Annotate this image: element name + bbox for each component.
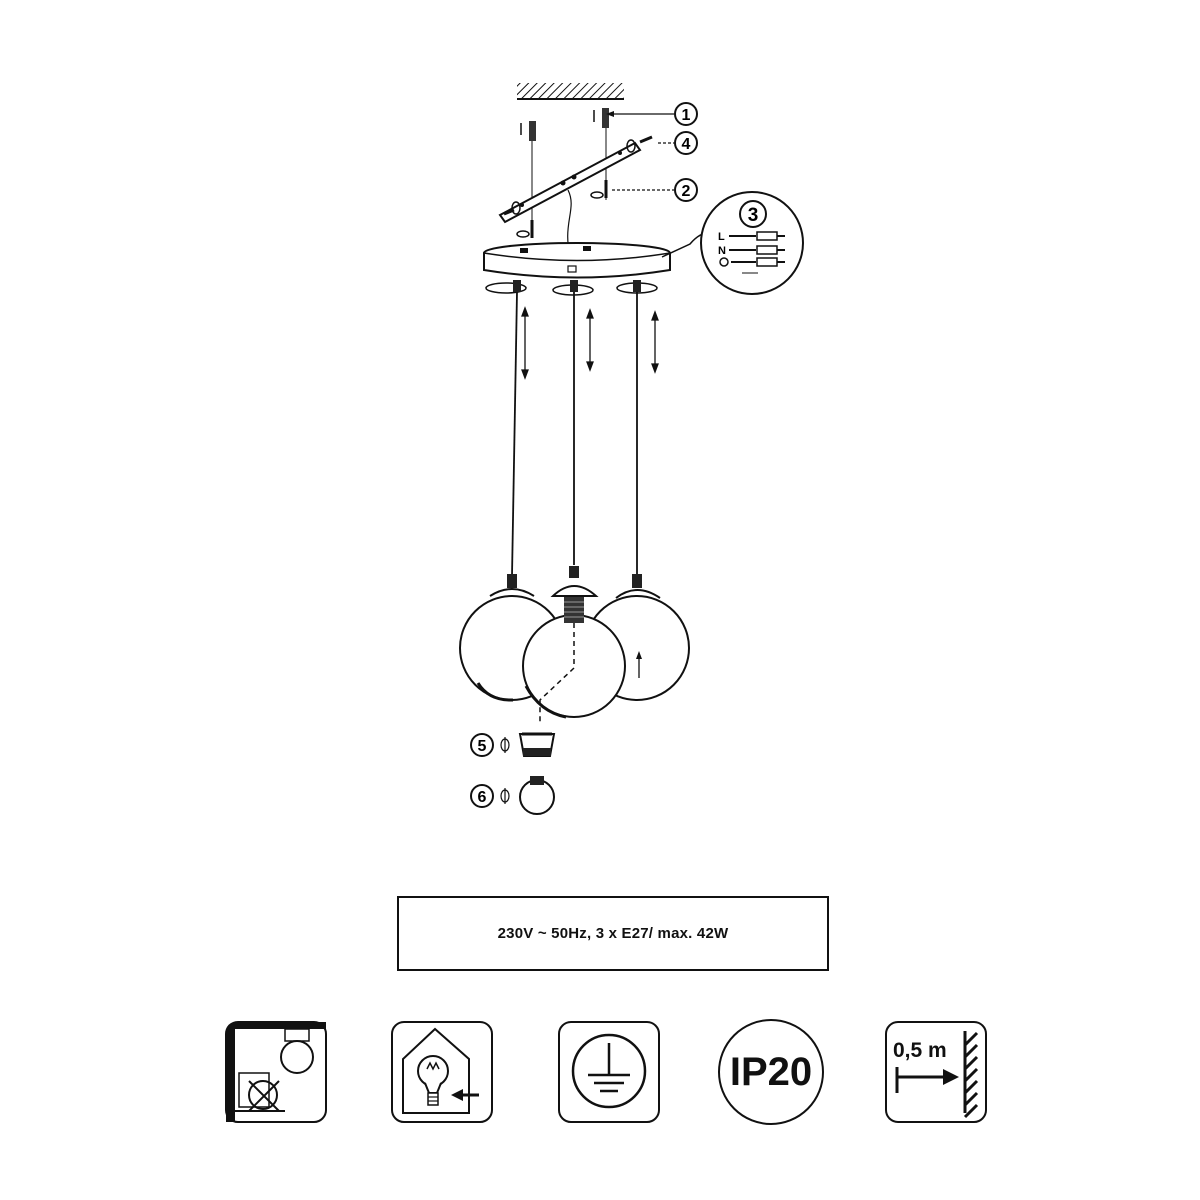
shade-ring xyxy=(518,732,556,757)
wall-plug-left xyxy=(520,121,536,141)
mounting-surface-icon xyxy=(225,1021,327,1123)
screw-left xyxy=(516,220,534,238)
spec-box: 230V ~ 50Hz, 3 x E27/ max. 42W xyxy=(397,896,829,971)
indoor-use-icon xyxy=(391,1021,493,1123)
callout-5: 5 xyxy=(470,733,494,757)
canopy xyxy=(483,242,671,279)
earth-ground-icon xyxy=(558,1021,660,1123)
ip-rating-label: IP20 xyxy=(729,1049,813,1094)
rotate-symbol-5 xyxy=(500,737,510,753)
cable-gland-left xyxy=(513,280,521,292)
height-adjust-arrows xyxy=(521,306,659,380)
callout-6: 6 xyxy=(470,784,494,808)
svg-text:3: 3 xyxy=(748,205,759,226)
ip-rating-icon: IP20 xyxy=(717,1018,825,1126)
cable-gland-right xyxy=(633,280,641,292)
spec-text: 230V ~ 50Hz, 3 x E27/ max. 42W xyxy=(497,925,729,942)
bracket-screw-right xyxy=(626,135,653,153)
wiring-detail: 3 L N xyxy=(661,191,804,295)
rotate-symbol-6 xyxy=(500,788,510,804)
suspension-cables xyxy=(511,291,638,577)
callout-2: 2 xyxy=(612,178,698,202)
callout-1: 1 xyxy=(606,102,698,126)
svg-text:6: 6 xyxy=(478,789,487,806)
minimum-distance-icon: 0,5 m xyxy=(885,1021,987,1123)
mounting-bracket xyxy=(498,141,642,224)
bulb xyxy=(519,776,555,815)
bracket-screw-left xyxy=(503,201,521,216)
svg-text:2: 2 xyxy=(682,183,691,200)
svg-text:4: 4 xyxy=(682,136,691,153)
globe-shade-center xyxy=(522,566,626,722)
distance-label: 0,5 m xyxy=(893,1039,947,1062)
cable-gland-center xyxy=(570,280,578,292)
screw-right xyxy=(590,180,608,199)
callout-4: 4 xyxy=(658,131,698,155)
ceiling xyxy=(517,83,624,100)
svg-text:N: N xyxy=(718,245,726,257)
wall-plug-right xyxy=(593,108,609,128)
svg-text:5: 5 xyxy=(478,738,487,755)
installation-diagram: 1 4 2 3 L N 5 6 xyxy=(459,83,804,815)
svg-text:L: L xyxy=(718,231,725,243)
svg-text:1: 1 xyxy=(682,107,691,124)
